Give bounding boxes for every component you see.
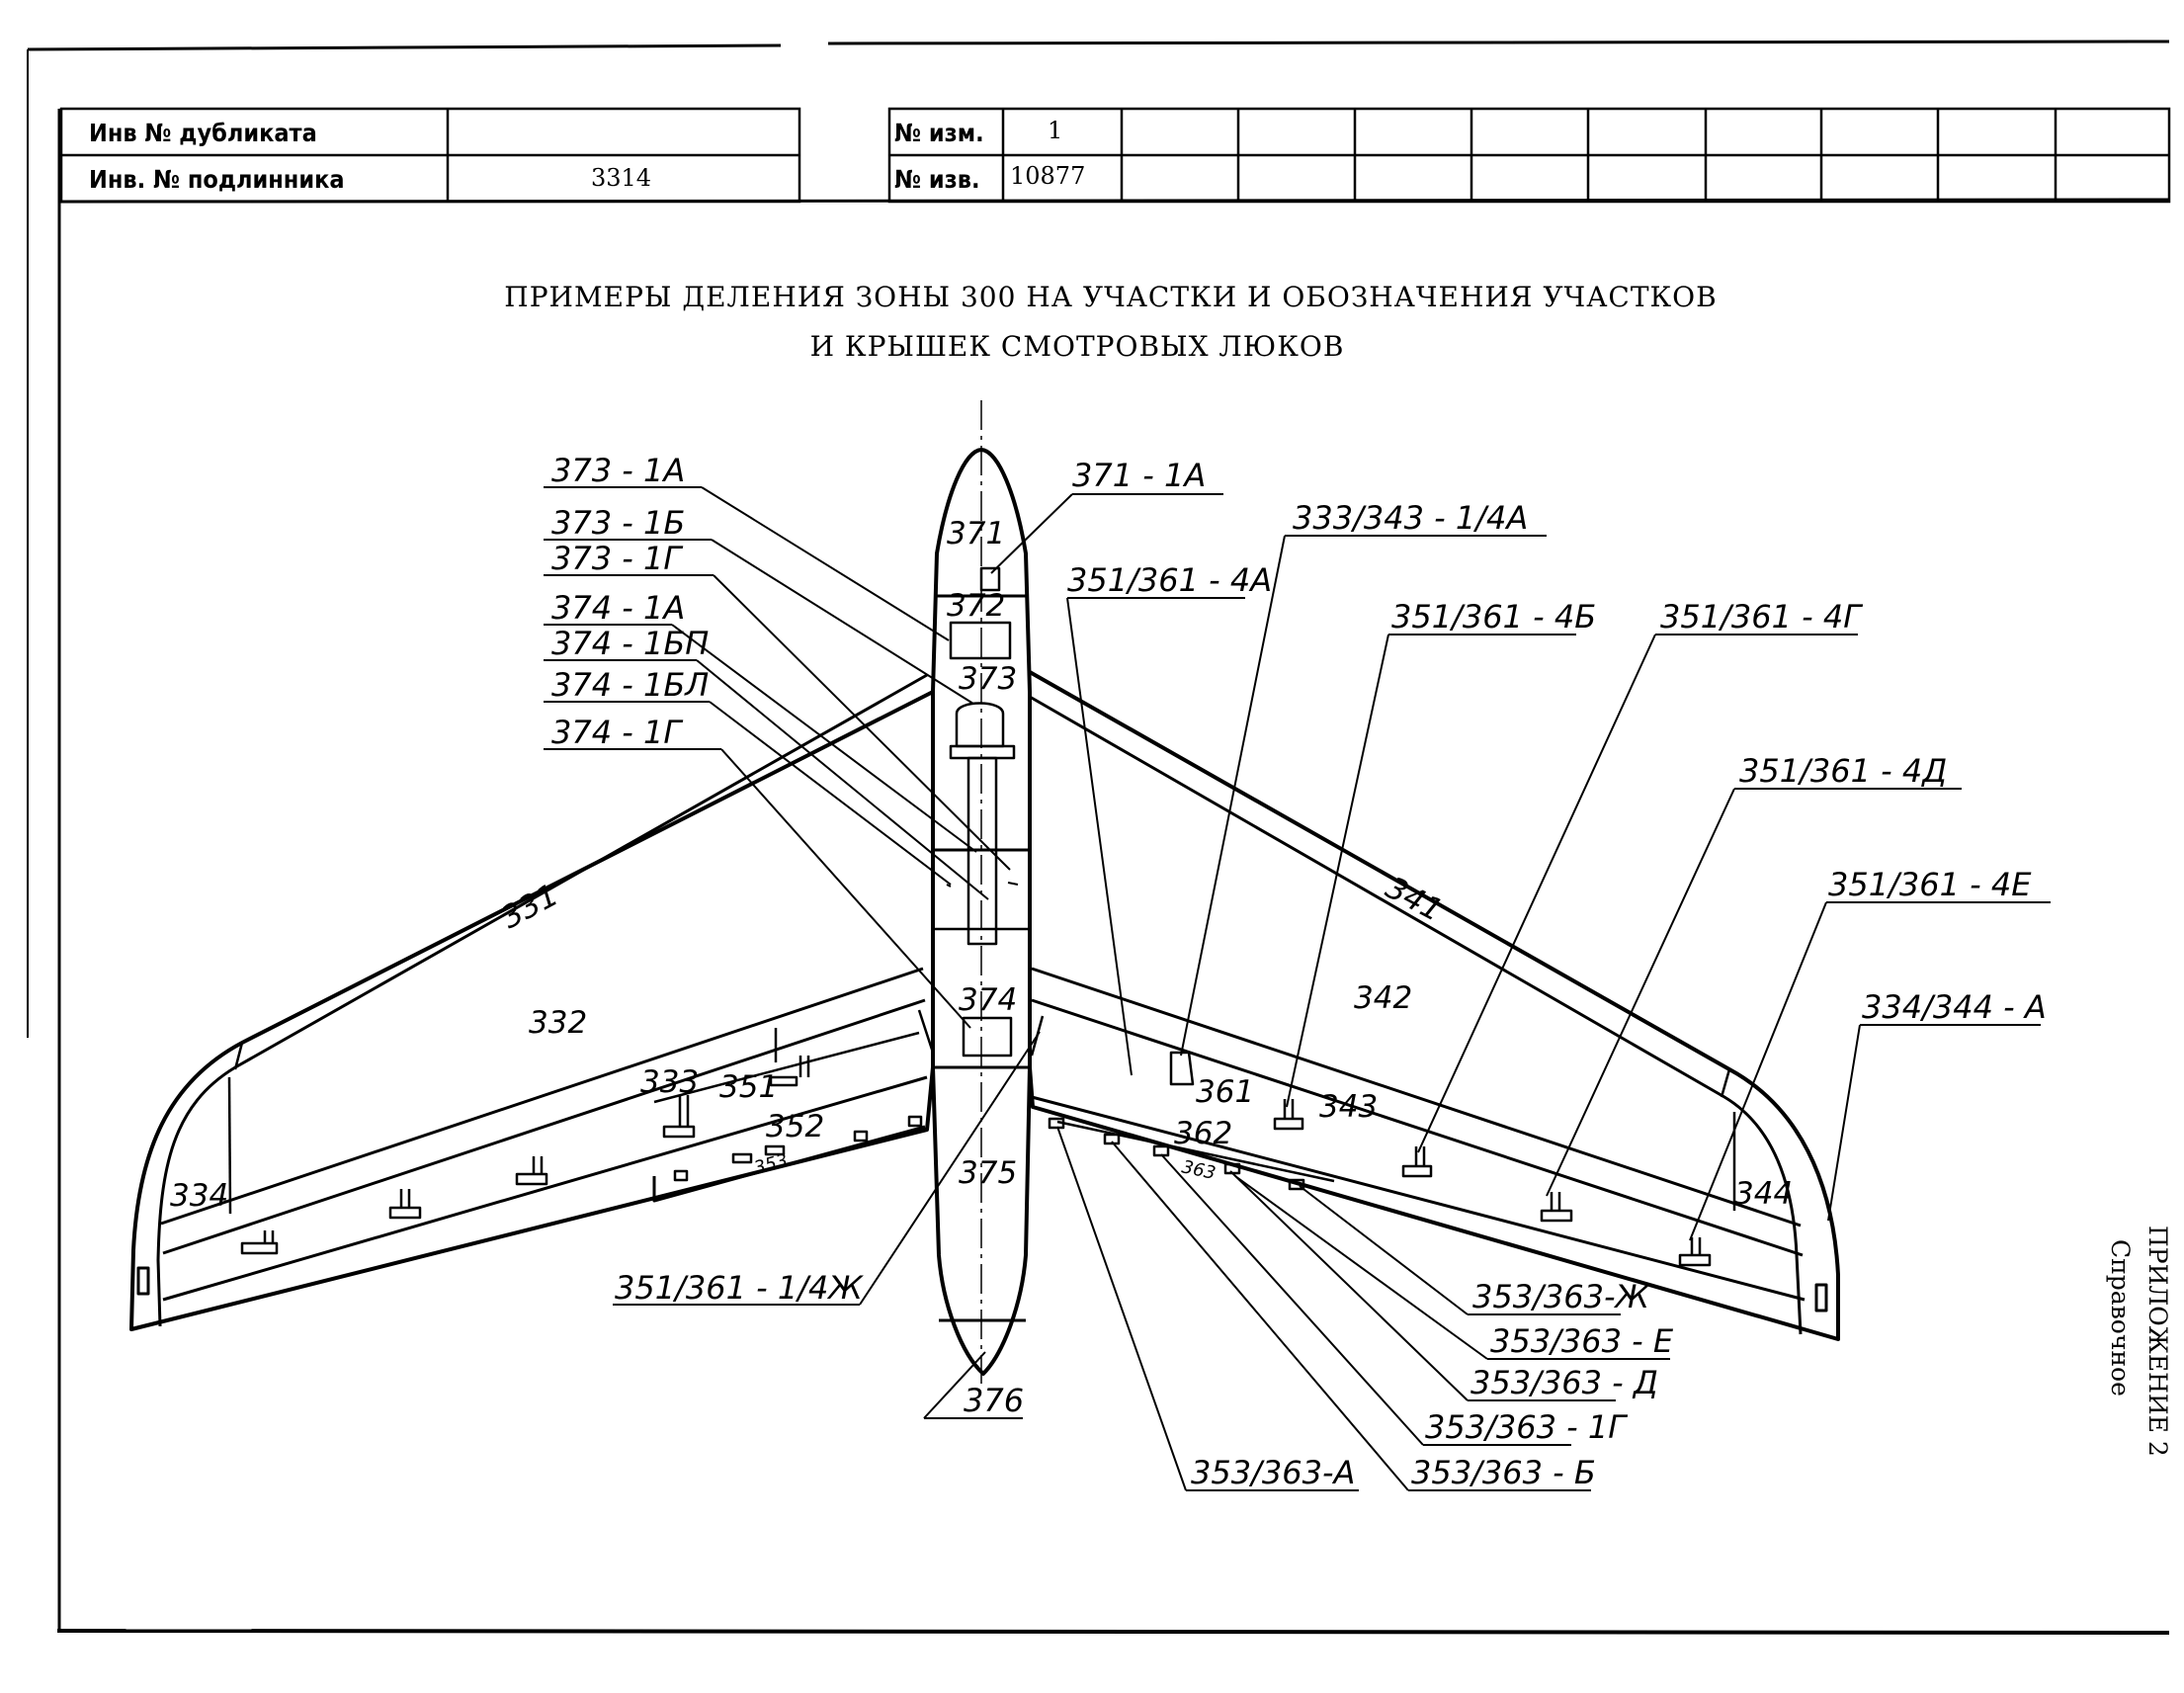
page-title-line2: И КРЫШЕК СМОТРОВЫХ ЛЮКОВ [810,330,1345,363]
callout-351-361-4a: 351/361 - 4А [1067,561,1272,599]
callout-353-363-a: 353/363-А [1191,1454,1355,1491]
leader-lines [544,486,2051,1491]
fuselage-outline [931,448,1032,1376]
callout-371-1a: 371 - 1А [1072,457,1206,494]
stamp-change-value: 1 [1048,117,1062,144]
callout-376: 376 [964,1382,1024,1419]
callout-374-1g: 374 - 1Г [551,714,683,751]
stamp-right-table [887,107,2171,204]
right-wing-outline [1028,670,1840,1341]
callout-353-363-zh: 353/363-Ж [1472,1278,1650,1315]
stamp-left-table [59,107,801,204]
zone-332: 332 [529,1005,587,1041]
page-title-line1: ПРИМЕРЫ ДЕЛЕНИЯ ЗОНЫ 300 НА УЧАСТКИ И ОБ… [504,281,1717,313]
zone-352: 352 [766,1109,824,1144]
callout-353-363-d: 353/363 - Д [1470,1364,1658,1401]
callout-351-361-4d: 351/361 - 4Д [1739,752,1947,790]
callout-374-1a: 374 - 1А [551,589,685,627]
zone-351: 351 [719,1069,778,1105]
callout-373-1b: 373 - 1Б [551,504,685,542]
callout-353-363-1g: 353/363 - 1Г [1425,1408,1628,1446]
zone-344: 344 [1734,1176,1793,1212]
zone-375: 375 [959,1155,1017,1191]
zone-371: 371 [947,516,1005,551]
callout-373-1g: 373 - 1Г [551,540,683,577]
zone-343: 343 [1319,1089,1378,1125]
stamp-change-label: № изм. [894,119,984,147]
callout-351-361-4e: 351/361 - 4Е [1828,866,2032,903]
zone-374: 374 [959,982,1017,1018]
stamp-notice-label: № изв. [894,165,980,194]
zone-353: 353 [752,1150,791,1179]
callout-333-343-1-4a: 333/343 - 1/4А [1293,499,1528,537]
callout-373-1a: 373 - 1А [551,452,685,489]
callout-334-344-a: 334/344 - А [1862,988,2047,1026]
zone-361: 361 [1196,1074,1254,1110]
zone-373: 373 [959,661,1017,697]
stamp-notice-value: 10877 [1010,162,1085,190]
zone-342: 342 [1354,980,1412,1016]
stamp-orig-value: 3314 [591,164,651,192]
callout-374-1bp: 374 - 1БП [551,625,709,662]
stamp-orig-label: Инв. № подлинника [89,165,345,194]
left-wing-outline [129,690,935,1331]
callout-353-363-e: 353/363 - Е [1490,1322,1674,1360]
appendix-label: ПРИЛОЖЕНИЕ 2 [2143,1226,2172,1457]
aircraft-drawing [129,400,2051,1491]
callout-351-361-4g: 351/361 - 4Г [1660,598,1863,635]
appendix-note: Справочное [2106,1239,2135,1397]
zone-362: 362 [1174,1116,1232,1151]
callout-353-363-b: 353/363 - Б [1411,1454,1596,1491]
callout-374-1bl: 374 - 1БЛ [551,666,709,704]
callout-351-361-1-4zh: 351/361 - 1/4Ж [615,1269,864,1307]
zone-372: 372 [947,588,1005,624]
stamp-dup-label: Инв № дубликата [89,119,317,147]
zone-333: 333 [640,1064,699,1100]
zone-334: 334 [170,1178,228,1214]
callout-351-361-4b: 351/361 - 4Б [1391,598,1596,635]
